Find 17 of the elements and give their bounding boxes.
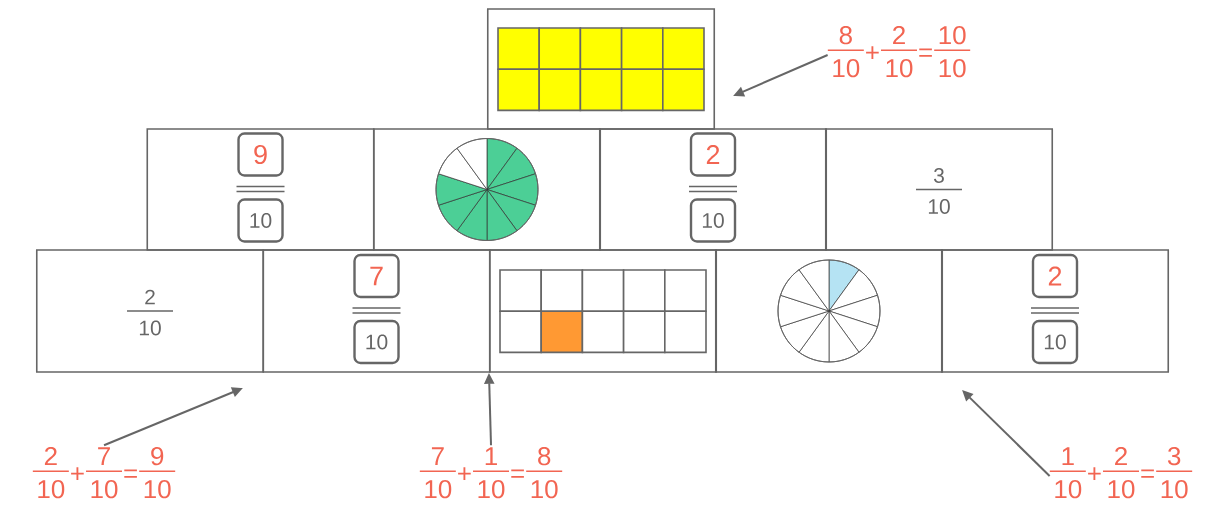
arrow	[962, 390, 1051, 477]
equation: 2 10 + 7 10 = 9 10	[32, 446, 176, 499]
denominator-box: 10	[1031, 319, 1079, 365]
fraction-numerator: 2	[145, 289, 155, 305]
equation: 8 10 + 2 10 = 10 10	[827, 25, 971, 78]
fraction-numerator: 3	[933, 168, 944, 183]
numerator-box: 2	[689, 132, 737, 177]
equation: 7 10 + 1 10 = 8 10	[419, 446, 563, 499]
numerator-box: 7	[353, 253, 400, 299]
denominator-box: 10	[353, 319, 400, 365]
denominator-box: 10	[237, 198, 284, 243]
fraction-denominator: 10	[139, 320, 161, 336]
fraction-denominator: 10	[928, 199, 950, 214]
numerator-box: 9	[237, 132, 284, 177]
numerator-box: 2	[1031, 253, 1079, 299]
equation: 1 10 + 2 10 = 3 10	[1049, 446, 1193, 499]
denominator-box: 10	[689, 198, 737, 243]
